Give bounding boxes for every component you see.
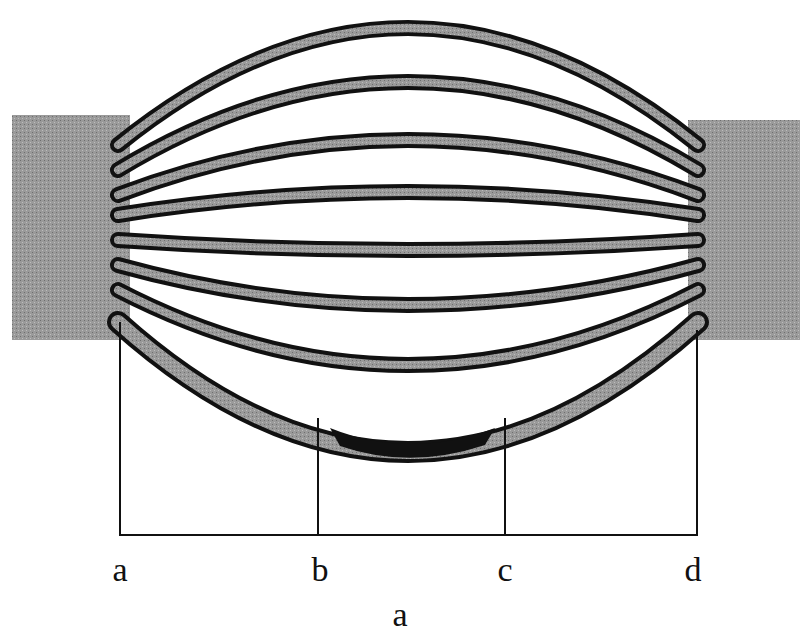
fiber bbox=[118, 192, 698, 215]
point-label: a bbox=[112, 553, 127, 587]
point-label: b bbox=[312, 553, 329, 587]
figure-caption: a bbox=[392, 598, 407, 632]
fiber bbox=[118, 82, 698, 170]
fiber-outline bbox=[118, 82, 698, 170]
fiber bbox=[118, 140, 698, 195]
fiber bbox=[118, 265, 698, 305]
muscle-fibers bbox=[118, 28, 698, 452]
fiber-outline bbox=[118, 240, 698, 250]
tendon bbox=[688, 120, 800, 340]
bracket-lines bbox=[120, 322, 697, 536]
fiber bbox=[118, 290, 698, 365]
point-label: c bbox=[497, 553, 512, 587]
fiber bbox=[118, 240, 698, 250]
dark-region bbox=[330, 428, 495, 458]
fiber-outline bbox=[118, 265, 698, 305]
fiber bbox=[118, 322, 698, 452]
point-label: d bbox=[685, 553, 702, 587]
fiber-outline bbox=[118, 322, 698, 452]
fiber-outline bbox=[118, 192, 698, 215]
